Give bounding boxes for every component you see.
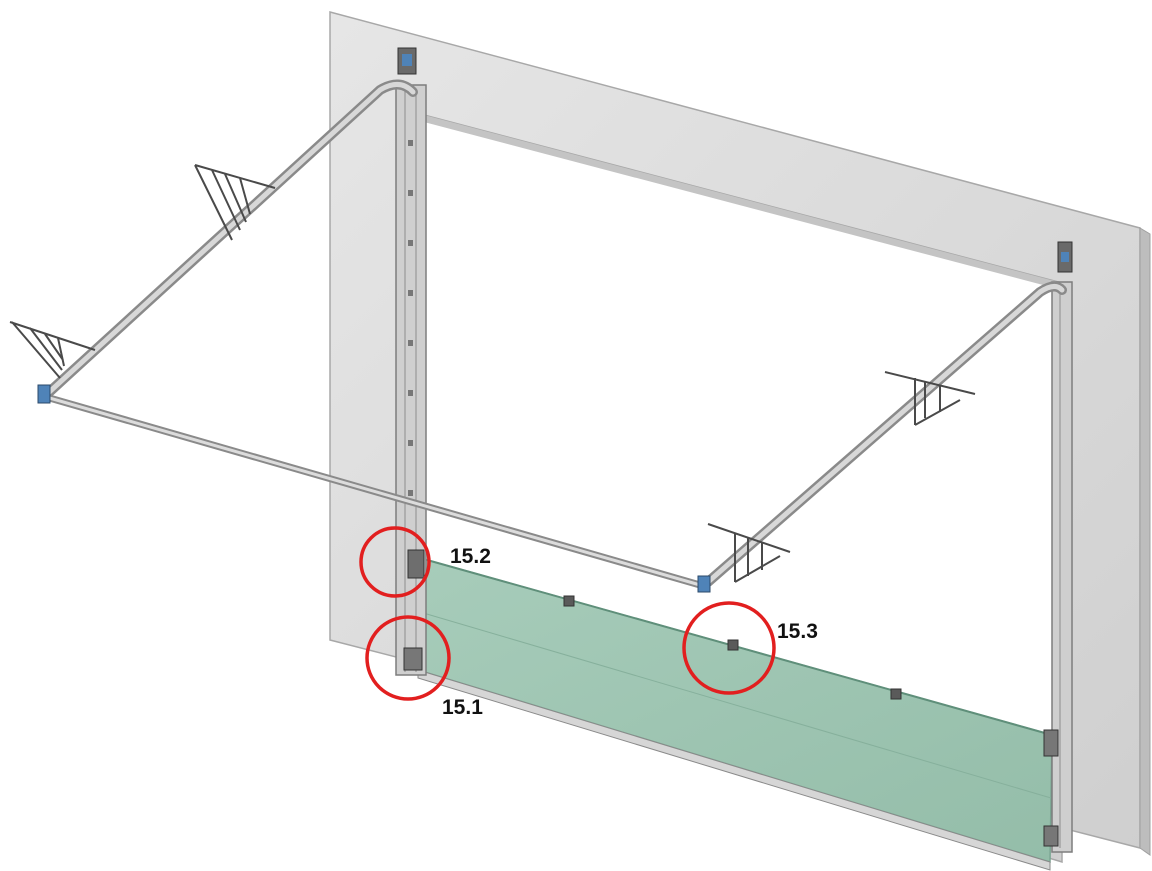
callout-label-15-2: 15.2 bbox=[450, 545, 491, 568]
left-bottom-bracket bbox=[403, 647, 423, 671]
left-horizontal-track bbox=[41, 79, 418, 400]
left-roller-bracket bbox=[407, 549, 425, 579]
right-hangers bbox=[707, 371, 976, 583]
rear-cross-bar bbox=[42, 393, 704, 589]
left-vertical-track bbox=[395, 47, 427, 676]
callouts bbox=[359, 526, 776, 701]
right-bottom-bracket bbox=[1043, 729, 1059, 757]
hinge bbox=[727, 639, 739, 651]
left-rear-bracket bbox=[37, 384, 51, 404]
callout-circle-15-2 bbox=[359, 526, 431, 598]
hinge bbox=[563, 595, 575, 607]
right-vertical-track bbox=[1043, 241, 1073, 853]
callout-circle-15-3 bbox=[682, 601, 776, 695]
right-rear-bracket bbox=[697, 575, 711, 593]
panel-hinges bbox=[563, 595, 902, 700]
callout-label-15-1: 15.1 bbox=[442, 696, 483, 719]
right-horizontal-track bbox=[703, 281, 1067, 587]
hinge bbox=[890, 688, 902, 700]
callout-circle-15-1 bbox=[365, 615, 451, 701]
callout-label-15-3: 15.3 bbox=[777, 620, 818, 643]
left-hangers bbox=[9, 164, 276, 379]
